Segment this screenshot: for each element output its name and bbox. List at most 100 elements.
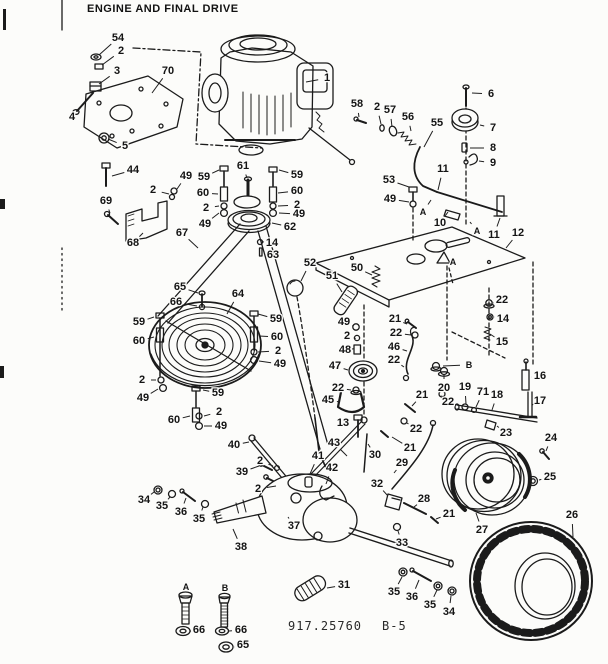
page-edge-marks [0, 0, 63, 378]
callout-leader-lines [77, 43, 574, 648]
leader-line-56-13 [409, 125, 412, 132]
callout-37-104: 37 [288, 520, 300, 532]
leader-line-23-80 [496, 425, 500, 428]
callout-30-92: 30 [369, 449, 381, 461]
leader-line-26-86 [571, 523, 574, 538]
callout-7-16: 7 [490, 122, 496, 134]
callout-a-21: A [420, 207, 427, 217]
leader-line-2-62 [353, 337, 356, 339]
leader-line-2-103 [266, 485, 277, 488]
callout-49-20: 49 [384, 193, 396, 205]
leader-line-22-65 [346, 388, 352, 391]
leader-line-2-37 [277, 205, 289, 207]
leader-line-44-6 [111, 172, 125, 177]
callout-a-115: A [183, 582, 190, 592]
callout-35-107: 35 [156, 500, 168, 512]
leader-line-50-44 [364, 271, 373, 276]
leader-line-49-38 [278, 212, 291, 215]
mounting-plate-70 [72, 53, 184, 187]
callout-59-29: 59 [198, 171, 210, 183]
callout-35-111: 35 [388, 586, 400, 598]
leader-line-27-87 [475, 512, 480, 522]
leader-line-57-12 [390, 118, 393, 128]
callout-65-46: 65 [174, 281, 186, 293]
leader-line-70-3 [151, 78, 164, 94]
model-number: 917.25760 [288, 619, 363, 633]
callout-41-94: 41 [312, 450, 324, 462]
leader-line-22-71 [401, 364, 405, 368]
callout-35-113: 35 [424, 599, 436, 611]
leader-line-32-96 [382, 490, 389, 497]
leader-line-22-69 [404, 333, 412, 336]
callout-63-41: 63 [267, 249, 279, 261]
leader-line-49-56 [258, 360, 272, 364]
callout-42-95: 42 [326, 462, 338, 474]
callout-71-76: 71 [477, 386, 489, 398]
callout-49-52: 49 [137, 392, 149, 404]
callout-61-34: 61 [237, 160, 249, 172]
callout-11-24: 11 [437, 163, 449, 175]
callout-2-1: 2 [118, 45, 124, 57]
leader-line-52-43 [300, 270, 307, 282]
callout-40-100: 40 [228, 439, 240, 451]
leader-line-43-93 [340, 449, 348, 457]
leader-line-2-102 [268, 463, 274, 467]
leader-line-33-99 [397, 530, 400, 535]
leader-line-68-8 [139, 232, 144, 237]
callout-59-49: 59 [133, 316, 145, 328]
callout-49-61: 49 [338, 316, 350, 328]
leader-line-51-45 [336, 283, 343, 293]
callout-51-45: 51 [326, 270, 338, 282]
leader-line-2-30 [161, 191, 170, 195]
callout-a-27: A [450, 257, 457, 267]
leader-line-65-46 [188, 289, 199, 294]
leader-line-17-79 [531, 402, 537, 406]
page-title: ENGINE AND FINAL DRIVE [87, 3, 239, 15]
leader-line-21-98 [435, 516, 441, 520]
leader-line-61-34 [245, 174, 248, 179]
leader-line-28-97 [413, 504, 418, 508]
leader-line-49-33 [211, 212, 220, 219]
leader-line-21-90 [391, 436, 403, 444]
callout-5-5: 5 [122, 140, 128, 152]
callout-68-8: 68 [127, 237, 139, 249]
transaxle-group [153, 323, 457, 602]
leader-line-34-106 [150, 491, 155, 495]
callout-49-28: 49 [180, 170, 192, 182]
callout-58-10: 58 [351, 98, 363, 110]
leader-line-35-113 [433, 589, 438, 598]
callout-39-101: 39 [236, 466, 248, 478]
callout-2-59: 2 [216, 406, 222, 418]
callout-65-119: 65 [237, 639, 249, 651]
callout-11-25: 11 [488, 229, 500, 241]
callout-67-42: 67 [176, 227, 188, 239]
callout-62-39: 62 [284, 221, 296, 233]
callout-13-67: 13 [337, 417, 349, 429]
leader-line-59-53 [257, 313, 268, 318]
leader-line-42-95 [325, 476, 330, 485]
callout-29-91: 29 [396, 457, 408, 469]
leader-line-2-1 [101, 55, 115, 66]
callout-35-109: 35 [193, 513, 205, 525]
callout-38-105: 38 [235, 541, 247, 553]
callout-49-38: 49 [293, 208, 305, 220]
leader-line-49-28 [176, 183, 182, 190]
leader-line-11-24 [437, 177, 442, 191]
leader-line-60-58 [182, 415, 191, 419]
fastener-legend [175, 591, 234, 653]
leader-line-4-4 [77, 107, 81, 111]
leader-line-37-104 [287, 516, 290, 519]
callout-24-84: 24 [545, 432, 558, 444]
leader-line-a-23 [469, 221, 472, 225]
callout-59-57: 59 [212, 387, 224, 399]
leader-line-24-84 [545, 446, 549, 452]
callout-59-35: 59 [291, 169, 303, 181]
callout-64-48: 64 [232, 288, 245, 300]
callout-2-37: 2 [294, 199, 300, 211]
callout-33-99: 33 [396, 537, 408, 549]
callout-56-13: 56 [402, 111, 414, 123]
leader-line-59-35 [278, 169, 289, 174]
callout-20-73: 20 [438, 382, 450, 394]
leader-line-59-29 [211, 169, 220, 174]
